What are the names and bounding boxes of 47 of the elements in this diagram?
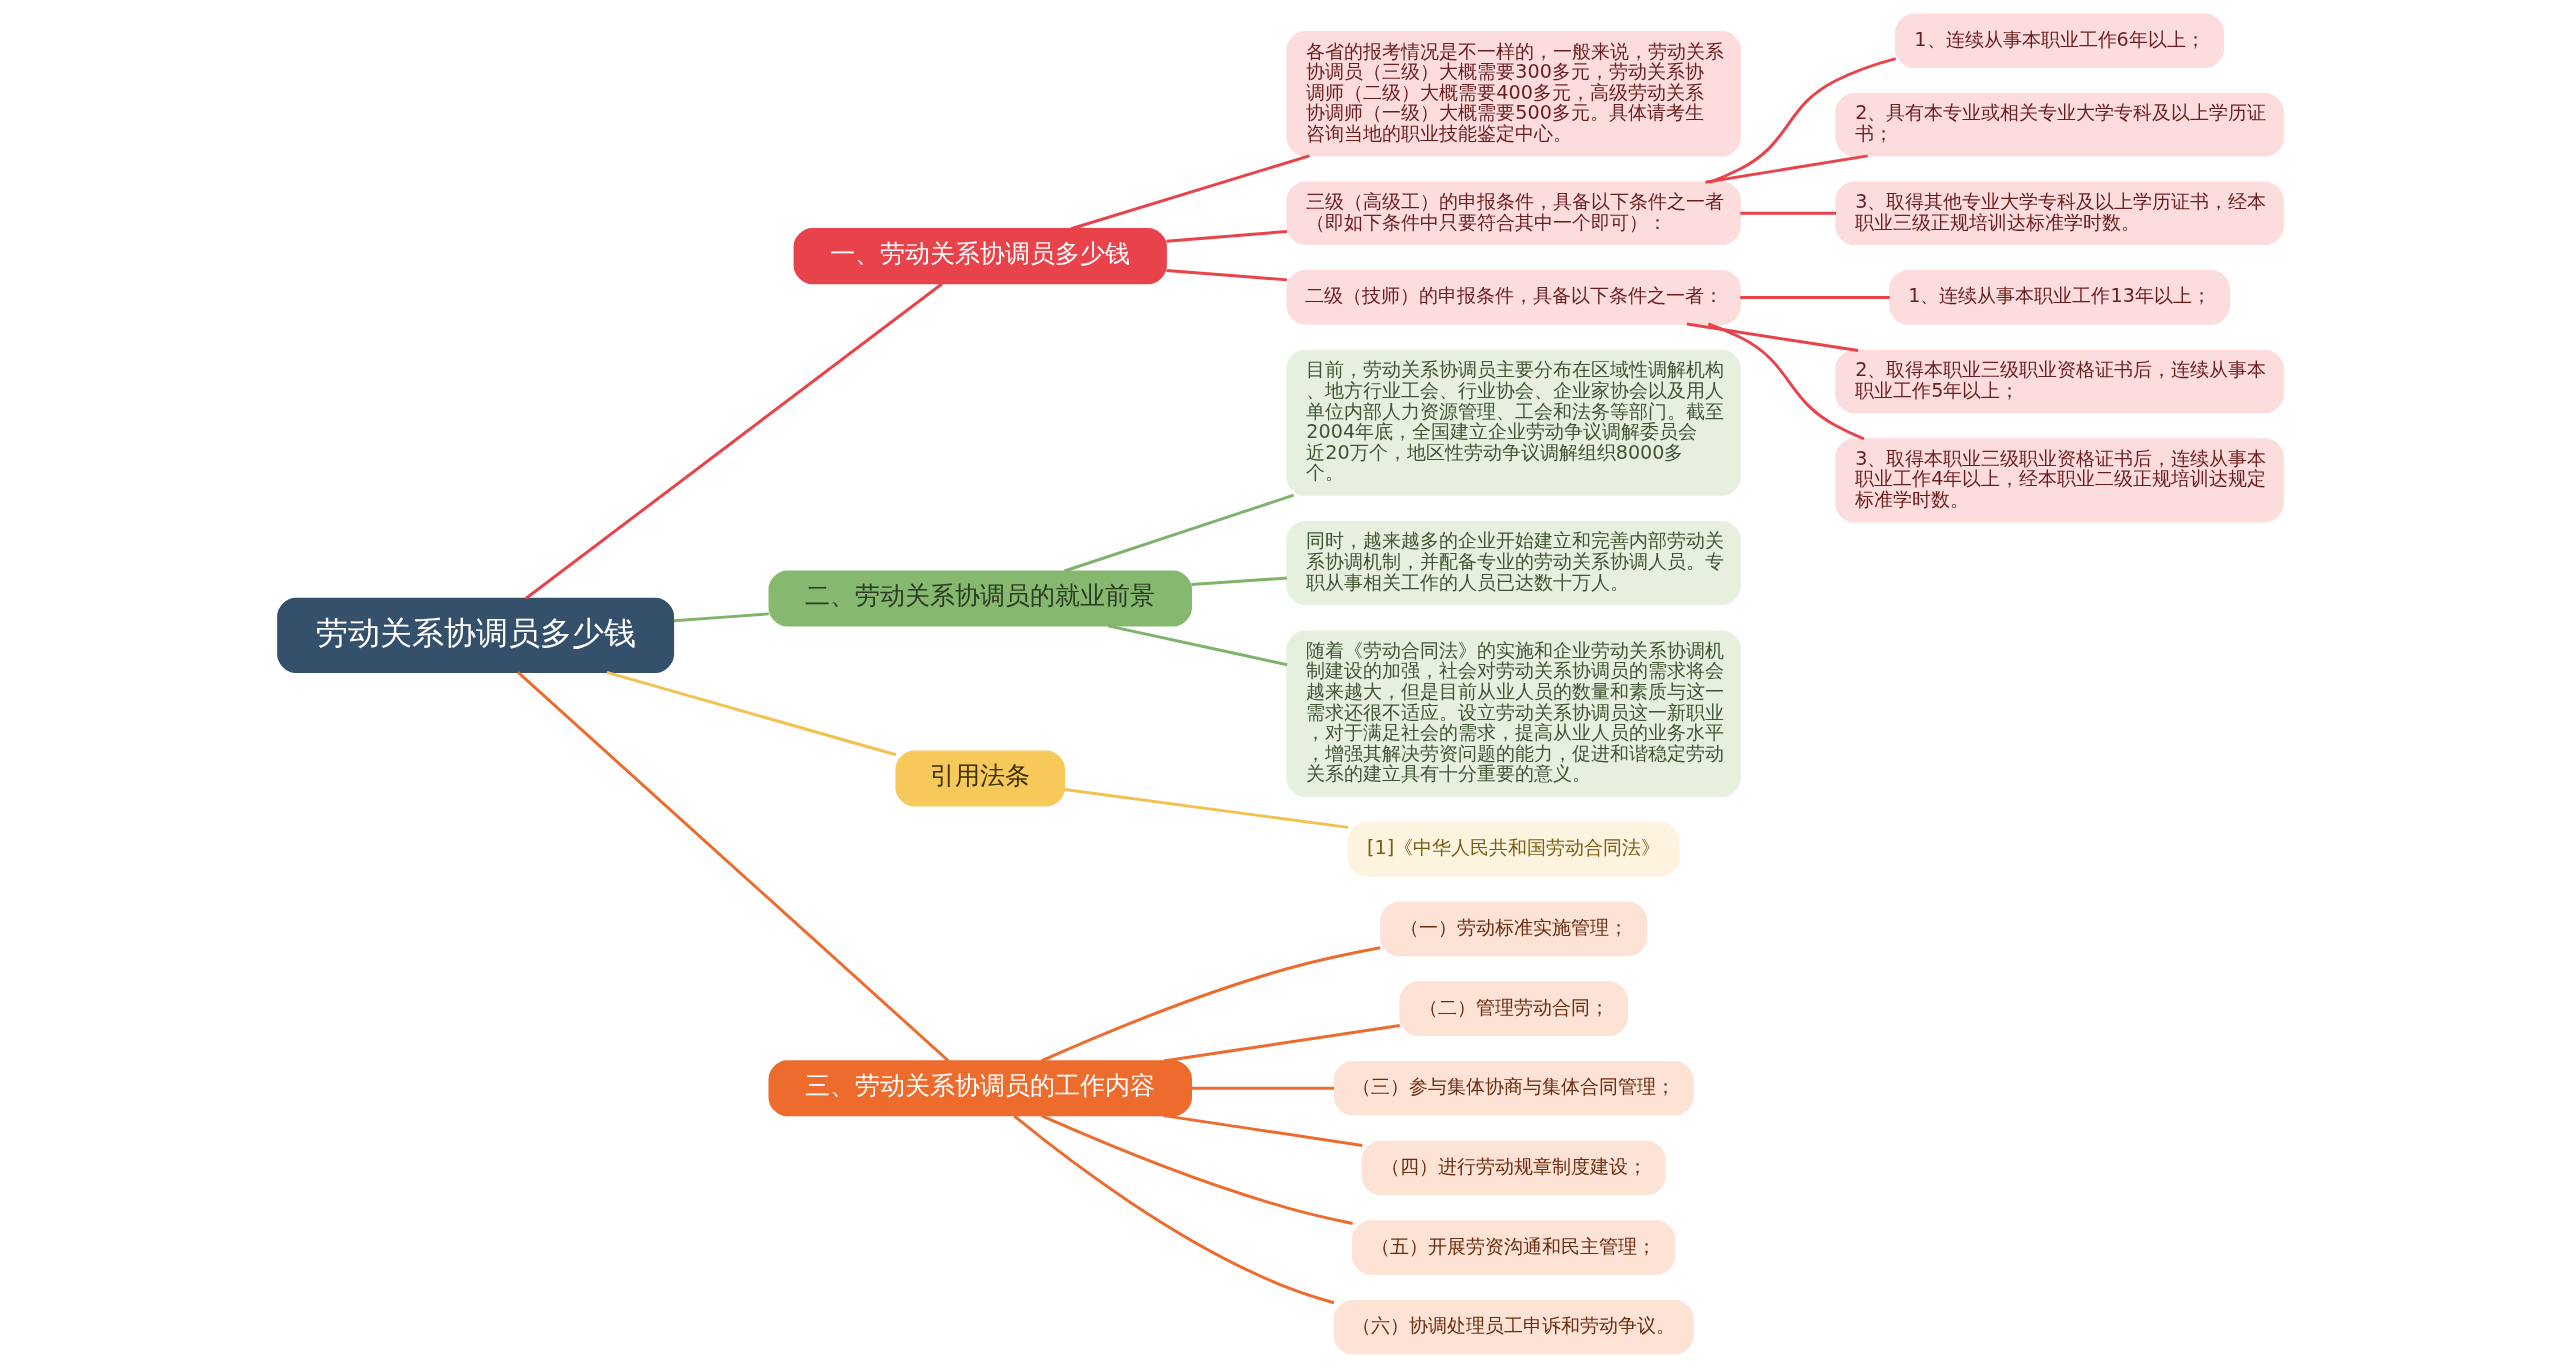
connector: [516, 671, 949, 1062]
connector: [1704, 154, 1868, 184]
node-box: 劳动关系协调员多少钱: [276, 597, 674, 673]
node-box: 二、劳动关系协调员的就业前景: [768, 570, 1192, 627]
connector: [1707, 322, 1864, 441]
connector: [524, 282, 943, 600]
node-box: 3、取得其他专业大学专科及以上学历证书，经本职业三级正规培训达标准学时数。: [1834, 181, 2284, 246]
node-box: 目前，劳动关系协调员主要分布在区域性调解机构、地方行业工会、行业协会、企业家协会以及用人单位内部人力资源管理、工会和法务等部门。截至2004年底，全国建立企业劳动争议调解委员会近20万个，地区性劳动争议调解组织8000多个。: [1285, 349, 1741, 496]
node-box: （六）协调处理员工申诉和劳动争议。: [1333, 1300, 1694, 1355]
node-box: （二）管理劳动合同；: [1398, 981, 1628, 1036]
node-box: 2、具有本专业或相关专业大学专科及以上学历证书；: [1834, 93, 2284, 157]
connector: [1739, 295, 1890, 299]
node-box: [1]《中华人民共和国劳动合同法》: [1347, 821, 1680, 877]
node-box: （五）开展劳资沟通和民主管理；: [1351, 1220, 1675, 1275]
node-box: 同时，越来越多的企业开始建立和完善内部劳动关系协调机制，并配备专业的劳动关系协调人员。专职从事相关工作的人员已达数十万人。: [1285, 520, 1741, 606]
connector: [1165, 269, 1287, 282]
node-box: 2、取得本职业三级职业资格证书后，连续从事本职业工作5年以上；: [1834, 349, 2284, 414]
connector: [1012, 1114, 1334, 1305]
connector: [1162, 1024, 1400, 1063]
node-box: 一、劳动关系协调员多少钱: [793, 228, 1167, 285]
connector: [1190, 576, 1287, 586]
node-box: 随着《劳动合同法》的实施和企业劳动关系协调机制建设的加强，社会对劳动关系协调员的需求将会越来越大，但是目前从业人员的数量和素质与这一需求还很不适应。设立劳动关系协调员这一新职业，对于满足社会的需求，提高从业人员的业务水平，增强其解决劳资问题的能力，促进和谐稳定劳动关系的建立具有十分重要的意义。: [1285, 630, 1741, 797]
node-box: 1、连续从事本职业工作13年以上；: [1888, 270, 2230, 325]
connector: [1063, 788, 1348, 829]
node-box: 二级（技师）的申报条件，具备以下条件之一者：: [1285, 270, 1741, 325]
connector: [1165, 230, 1287, 243]
node-box: （四）进行劳动规章制度建设；: [1361, 1140, 1666, 1196]
node-box: 3、取得本职业三级职业资格证书后，连续从事本职业工作4年以上，经本职业二级正规培训达规定标准学时数。: [1834, 438, 2284, 523]
node-box: 三、劳动关系协调员的工作内容: [768, 1060, 1192, 1117]
connector: [1070, 154, 1310, 231]
connector: [1040, 1114, 1353, 1225]
connector: [673, 612, 769, 623]
connector: [1063, 493, 1294, 573]
node-box: （一）劳动标准实施管理；: [1379, 901, 1647, 957]
node-box: （三）参与集体协商与集体合同管理；: [1333, 1061, 1694, 1116]
node-box: 各省的报考情况是不一样的，一般来说，劳动关系协调员（三级）大概需要300多元，劳动关系协调师（二级）大概需要400多元，高级劳动关系协调师（一级）大概需要500多元。具体请考生咨询当地的职业技能鉴定中心。: [1285, 31, 1741, 157]
connector: [1190, 1086, 1334, 1090]
node-box: 1、连续从事本职业工作6年以上；: [1894, 13, 2224, 68]
connector: [1162, 1114, 1362, 1147]
connector: [1686, 322, 1858, 352]
connector: [606, 670, 896, 757]
connector: [1739, 211, 1836, 215]
node-box: 引用法条: [894, 750, 1065, 807]
connector: [1040, 946, 1381, 1063]
connector: [1708, 57, 1896, 184]
connector: [1107, 624, 1287, 667]
node-box: 三级（高级工）的申报条件，具备以下条件之一者（即如下条件中只要符合其中一个即可）：: [1285, 181, 1741, 246]
